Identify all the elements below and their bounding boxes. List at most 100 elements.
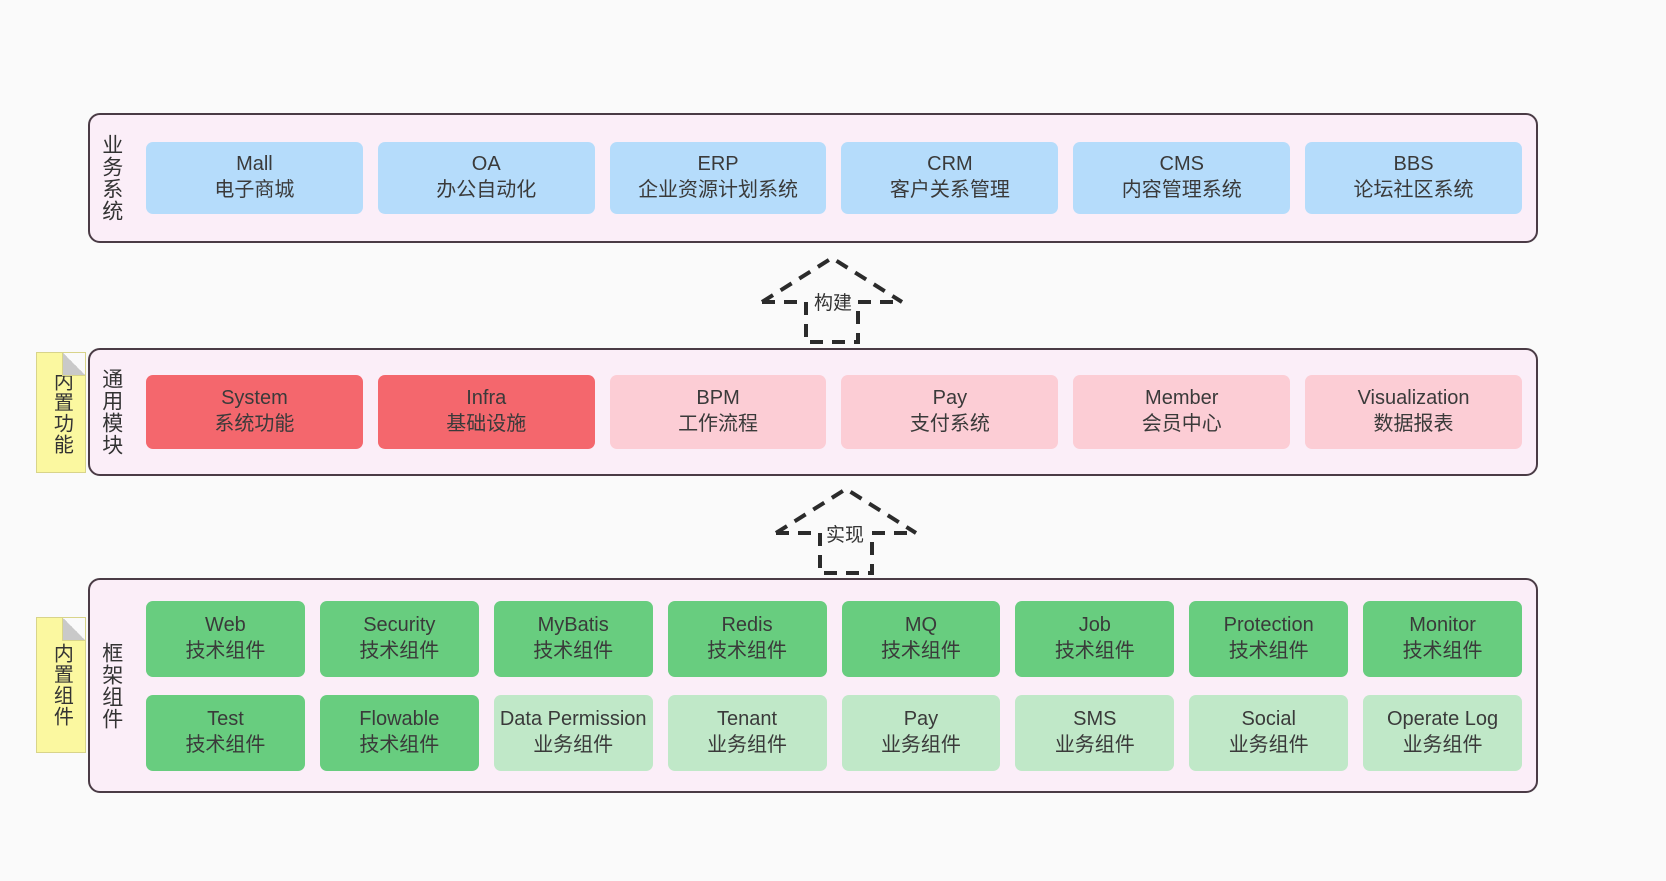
business-box-mall[interactable]: Mall 电子商城	[146, 142, 363, 214]
connector-implement: 实现	[766, 483, 926, 575]
box-title: Test	[207, 707, 244, 730]
framework-box-flowable[interactable]: Flowable 技术组件	[319, 694, 479, 771]
framework-box-data-permission[interactable]: Data Permission 业务组件	[493, 694, 653, 771]
framework-box-redis[interactable]: Redis 技术组件	[667, 600, 827, 677]
generalization-arrow-icon	[760, 255, 904, 344]
framework-box-protection[interactable]: Protection 技术组件	[1189, 600, 1349, 677]
box-title: CMS	[1159, 153, 1204, 176]
box-subtitle: 会员中心	[1141, 413, 1222, 435]
box-title: Tenant	[717, 707, 778, 730]
framework-box-mq[interactable]: MQ 技术组件	[841, 600, 1001, 677]
layer-business-system: 业务系统 Mall 电子商城 OA 办公自动化 ERP 企业资源计划系统 CRM…	[88, 113, 1538, 243]
box-title: Visualization	[1357, 387, 1470, 410]
box-subtitle: 业务组件	[880, 733, 961, 756]
note-builtin-feature: 内置功能	[36, 352, 86, 473]
box-subtitle: 技术组件	[533, 639, 614, 662]
business-box-oa[interactable]: OA 办公自动化	[377, 142, 595, 214]
box-subtitle: 技术组件	[880, 639, 961, 662]
box-subtitle: 办公自动化	[436, 179, 537, 201]
business-box-bbs[interactable]: BBS 论坛社区系统	[1305, 142, 1522, 214]
layer-title-business: 业务系统	[99, 134, 123, 222]
box-subtitle: 电子商城	[214, 179, 295, 201]
box-subtitle: 系统功能	[214, 413, 295, 435]
box-title: Mall	[236, 153, 273, 176]
business-box-cms[interactable]: CMS 内容管理系统	[1073, 142, 1291, 214]
box-subtitle: 业务组件	[1228, 733, 1309, 756]
box-subtitle: 业务组件	[533, 733, 614, 756]
layer-body-business: Mall 电子商城 OA 办公自动化 ERP 企业资源计划系统 CRM 客户关系…	[132, 115, 1536, 241]
framework-box-web[interactable]: Web 技术组件	[146, 600, 305, 677]
box-title: System	[221, 387, 288, 410]
box-title: Data Permission	[499, 707, 647, 730]
business-row: Mall 电子商城 OA 办公自动化 ERP 企业资源计划系统 CRM 客户关系…	[146, 142, 1522, 214]
box-subtitle: 技术组件	[1228, 639, 1309, 662]
box-title: BPM	[696, 387, 740, 410]
box-subtitle: 技术组件	[1054, 639, 1135, 662]
box-title: MyBatis	[537, 613, 609, 636]
common-box-member[interactable]: Member 会员中心	[1073, 375, 1291, 449]
box-subtitle: 技术组件	[359, 733, 440, 756]
common-box-pay[interactable]: Pay 支付系统	[841, 375, 1059, 449]
box-subtitle: 论坛社区系统	[1353, 179, 1474, 201]
box-subtitle: 内容管理系统	[1121, 179, 1242, 201]
box-subtitle: 业务组件	[707, 733, 788, 756]
note-builtin-component: 内置组件	[36, 617, 86, 753]
connector-build: 构建	[752, 252, 912, 344]
box-subtitle: 支付系统	[909, 413, 990, 435]
box-subtitle: 企业资源计划系统	[638, 179, 799, 201]
framework-row-business: Test 技术组件 Flowable 技术组件 Data Permission …	[146, 694, 1522, 771]
box-title: Job	[1078, 613, 1111, 636]
note-label: 内置功能	[50, 370, 73, 455]
business-box-erp[interactable]: ERP 企业资源计划系统	[609, 142, 827, 214]
framework-box-mybatis[interactable]: MyBatis 技术组件	[493, 600, 653, 677]
box-subtitle: 技术组件	[1402, 639, 1483, 662]
layer-framework-component: 框架组件 Web 技术组件 Security 技术组件 MyBatis 技术组件…	[88, 578, 1538, 793]
box-title: Web	[205, 613, 246, 636]
framework-box-security[interactable]: Security 技术组件	[319, 600, 479, 677]
layer-title-common: 通用模块	[99, 368, 123, 456]
box-title: BBS	[1393, 153, 1434, 176]
common-box-bpm[interactable]: BPM 工作流程	[609, 375, 827, 449]
layer-body-framework: Web 技术组件 Security 技术组件 MyBatis 技术组件 Redi…	[132, 580, 1536, 791]
box-subtitle: 工作流程	[678, 413, 759, 435]
framework-box-monitor[interactable]: Monitor 技术组件	[1363, 600, 1522, 677]
framework-box-social[interactable]: Social 业务组件	[1189, 694, 1349, 771]
box-title: Flowable	[359, 707, 440, 730]
box-title: SMS	[1073, 707, 1117, 730]
framework-box-sms[interactable]: SMS 业务组件	[1015, 694, 1175, 771]
box-title: Protection	[1223, 613, 1314, 636]
framework-box-operate-log[interactable]: Operate Log 业务组件	[1363, 694, 1522, 771]
box-subtitle: 客户关系管理	[889, 179, 1010, 201]
framework-box-test[interactable]: Test 技术组件	[146, 694, 305, 771]
generalization-arrow-icon	[774, 486, 918, 575]
connector-build-label: 构建	[814, 293, 853, 314]
box-title: Pay	[932, 387, 968, 410]
connector-implement-label: 实现	[826, 525, 865, 546]
note-label: 内置组件	[50, 643, 73, 727]
box-subtitle: 数据报表	[1373, 413, 1454, 435]
box-subtitle: 技术组件	[359, 639, 440, 662]
common-box-system[interactable]: System 系统功能	[146, 375, 363, 449]
framework-box-pay[interactable]: Pay 业务组件	[841, 694, 1001, 771]
layer-title-framework: 框架组件	[99, 641, 123, 730]
box-subtitle: 业务组件	[1054, 733, 1135, 756]
layer-common-module: 通用模块 System 系统功能 Infra 基础设施 BPM 工作流程 Pay…	[88, 348, 1538, 476]
box-title: ERP	[697, 153, 739, 176]
box-subtitle: 基础设施	[446, 413, 527, 435]
box-title: Pay	[903, 707, 939, 730]
common-box-visualization[interactable]: Visualization 数据报表	[1305, 375, 1522, 449]
common-row: System 系统功能 Infra 基础设施 BPM 工作流程 Pay 支付系统…	[146, 375, 1522, 449]
box-title: Monitor	[1409, 613, 1476, 636]
box-title: Social	[1241, 707, 1296, 730]
box-title: Operate Log	[1386, 707, 1499, 730]
box-title: MQ	[904, 613, 938, 636]
box-title: Redis	[721, 613, 773, 636]
box-title: OA	[471, 153, 501, 176]
common-box-infra[interactable]: Infra 基础设施	[377, 375, 595, 449]
framework-box-tenant[interactable]: Tenant 业务组件	[667, 694, 827, 771]
box-title: Infra	[466, 387, 507, 410]
box-title: Security	[363, 613, 436, 636]
framework-box-job[interactable]: Job 技术组件	[1015, 600, 1175, 677]
business-box-crm[interactable]: CRM 客户关系管理	[841, 142, 1059, 214]
box-title: CRM	[927, 153, 973, 176]
